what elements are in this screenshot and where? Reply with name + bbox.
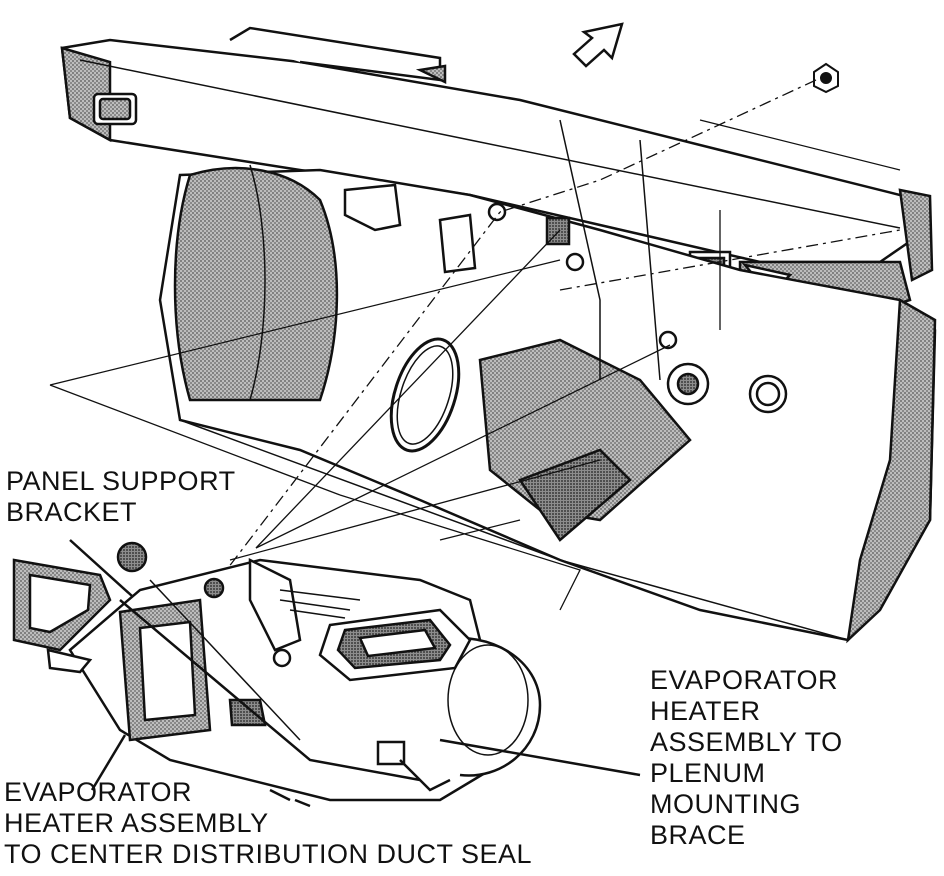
instrument-panel-beam — [60, 26, 934, 342]
label-evaporator-mounting-brace: EVAPORATOR HEATER ASSEMBLY TO PLENUM MOU… — [650, 665, 843, 850]
nut-icon — [813, 62, 839, 94]
exploded-view-lines — [49, 79, 901, 611]
forward-arrow-icon — [572, 22, 624, 68]
label-evaporator-duct-seal: EVAPORATOR HEATER ASSEMBLY TO CENTER DIS… — [4, 777, 533, 869]
leader-lines — [69, 539, 641, 791]
evaporator-heater-assembly — [12, 541, 542, 808]
label-panel-support-bracket: PANEL SUPPORT BRACKET — [6, 466, 236, 527]
